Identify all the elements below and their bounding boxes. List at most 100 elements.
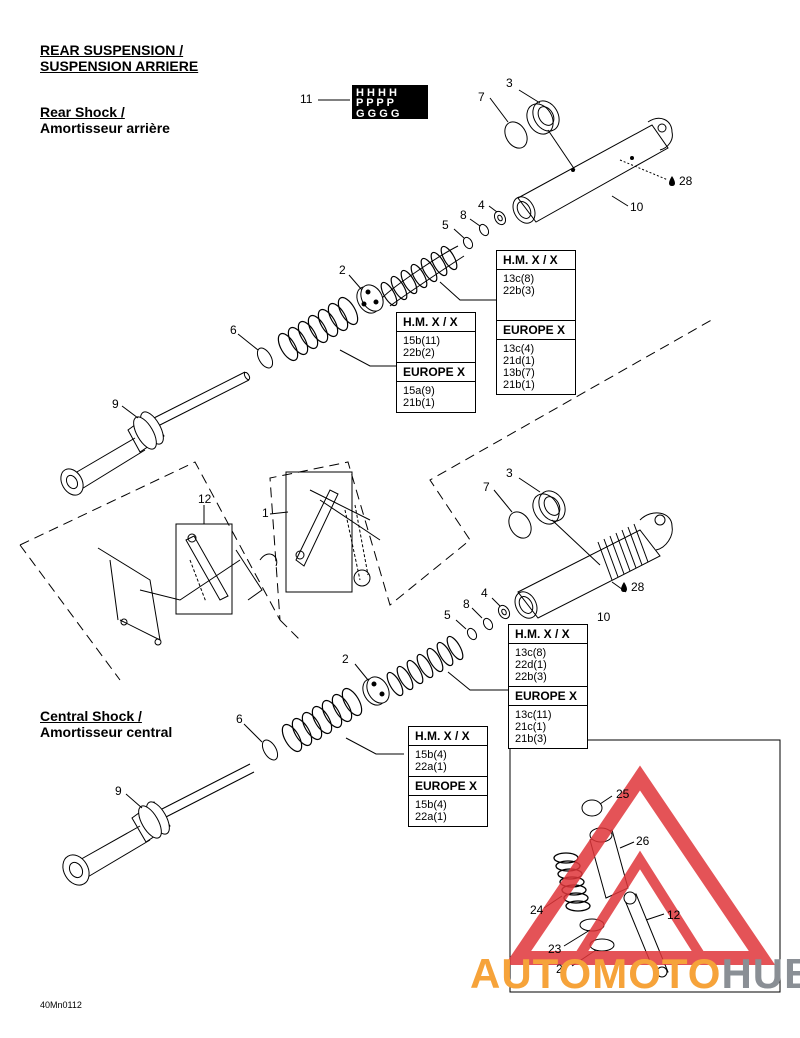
callout-7: 7	[478, 90, 485, 104]
callout-4: 4	[478, 198, 485, 212]
rear-shock-title-en: Rear Shock /	[40, 104, 125, 120]
rear-inner-spring-box: H.M. X / X 15b(11) 22b(2) EUROPE X 15a(9…	[396, 312, 476, 413]
callout-25: 25	[616, 787, 630, 801]
central-outer-spring-box: H.M. X / X 13c(8) 22d(1) 22b(3) EUROPE X…	[508, 624, 588, 749]
central-shock-heading: Central Shock / Amortisseur central	[40, 708, 172, 740]
suspension-assembly-icon	[97, 471, 381, 646]
callout-28: 28	[679, 174, 693, 188]
box-eu-title: EUROPE X	[497, 320, 575, 340]
rear-reservoir-body-icon	[512, 117, 673, 224]
callout-24: 24	[530, 903, 544, 917]
box-line: 21b(1)	[503, 379, 535, 391]
box-line: 22a(1)	[415, 761, 447, 773]
box-eu-title: EUROPE X	[397, 362, 475, 382]
rear-outer-spring-icon	[380, 245, 465, 307]
hpg-decal-icon: H H H H P P P P G G G G	[318, 85, 428, 120]
watermark-part-1: AUTOMOTO	[470, 950, 722, 997]
callout-12: 12	[198, 492, 212, 506]
central-nut-4-icon	[497, 604, 511, 620]
watermark-text: AUTOMOTOHUB	[470, 950, 800, 998]
callout-10: 10	[630, 200, 644, 214]
detail-panel	[509, 739, 781, 993]
svg-text:P P P P: P P P P	[356, 97, 394, 109]
callout-10-central: 10	[597, 610, 611, 624]
box-line: 22a(1)	[415, 811, 447, 823]
box-line: 21c(1)	[515, 721, 547, 733]
box-eu-title: EUROPE X	[409, 776, 487, 796]
callout-8-central: 8	[463, 597, 470, 611]
central-outer-spring-icon	[386, 635, 464, 697]
callout-11: 11	[300, 92, 313, 106]
central-shock-title-fr: Amortisseur central	[40, 724, 173, 740]
box-hm-title: H.M. X / X	[409, 727, 487, 746]
svg-text:G G G G: G G G G	[356, 108, 399, 120]
box-hm-title: H.M. X / X	[497, 251, 575, 270]
callout-7-central: 7	[483, 480, 490, 494]
box-line: 13c(11)	[515, 709, 552, 721]
rear-oring-7-icon	[504, 121, 528, 149]
callout-6-central: 6	[236, 712, 243, 726]
callout-8: 8	[460, 208, 467, 222]
callout-3: 3	[506, 76, 513, 90]
central-reservoir-body-icon	[514, 512, 673, 619]
title-line-2: SUSPENSION ARRIERE	[40, 58, 199, 74]
callout-9: 9	[112, 397, 119, 411]
central-oring-7-icon	[508, 511, 532, 539]
central-inner-spring-icon	[281, 687, 363, 753]
box-eu-title: EUROPE X	[509, 686, 587, 706]
rear-shock-title-fr: Amortisseur arrière	[40, 120, 170, 136]
callout-28-central: 28	[631, 580, 645, 594]
rear-inner-spring-icon	[277, 296, 359, 362]
box-line: 15b(11)	[403, 335, 441, 347]
rear-shock-heading: Rear Shock / Amortisseur arrière	[40, 104, 170, 136]
box-line: 22d(1)	[515, 659, 547, 671]
box-hm-title: H.M. X / X	[397, 313, 475, 332]
watermark-part-2: HUB	[721, 950, 800, 997]
callout-5-central: 5	[444, 608, 451, 622]
callout-3-central: 3	[506, 466, 513, 480]
callout-2-central: 2	[342, 652, 349, 666]
page-title: REAR SUSPENSION / SUSPENSION ARRIERE	[40, 42, 198, 74]
callout-6: 6	[230, 323, 237, 337]
box-line: 22b(3)	[503, 285, 535, 297]
callout-26: 26	[636, 834, 650, 848]
rear-washer-6-icon	[256, 347, 274, 369]
box-line: 15b(4)	[415, 749, 447, 761]
box-line: 13c(4)	[503, 343, 535, 355]
central-inner-spring-box: H.M. X / X 15b(4) 22a(1) EUROPE X 15b(4)…	[408, 726, 488, 827]
central-seal-3-icon	[532, 490, 566, 525]
box-line: 21b(1)	[403, 397, 435, 409]
box-line: 15a(9)	[403, 385, 435, 397]
figure-code: 40Mn0112	[40, 1000, 82, 1010]
box-line: 21d(1)	[503, 355, 535, 367]
central-washer-8-icon	[482, 617, 494, 631]
central-separator-2-icon	[362, 676, 390, 706]
rear-outer-spring-box: H.M. X / X 13c(8) 22b(3) EUROPE X 13c(4)…	[496, 250, 576, 395]
box-hm-title: H.M. X / X	[509, 625, 587, 644]
rear-shaft-9-icon	[60, 371, 251, 496]
box-line: 22b(3)	[515, 671, 547, 683]
central-washer-5-icon	[466, 627, 478, 641]
watermark-logo-icon	[504, 765, 776, 965]
callout-5: 5	[442, 218, 449, 232]
box-line: 13c(8)	[503, 273, 535, 285]
rear-separator-2-icon	[356, 284, 384, 314]
callout-2: 2	[339, 263, 346, 277]
central-shock-title-en: Central Shock /	[40, 708, 142, 724]
box-line: 13b(7)	[503, 367, 535, 379]
box-line: 22b(2)	[403, 347, 435, 359]
box-line: 15b(4)	[415, 799, 447, 811]
rear-nut-4-icon	[493, 210, 507, 226]
title-line-1: REAR SUSPENSION /	[40, 42, 184, 58]
svg-text:H H H H: H H H H	[356, 87, 397, 99]
rear-seal-3-icon	[526, 100, 560, 135]
callout-12-detail: 12	[667, 908, 681, 922]
lubricant-drop-icon	[621, 176, 675, 592]
callout-27: 27	[556, 962, 570, 976]
callout-4-central: 4	[481, 586, 488, 600]
rear-washer-5-icon	[462, 236, 474, 250]
callout-9-central: 9	[115, 784, 122, 798]
box-line: 21b(3)	[515, 733, 547, 745]
central-washer-6-icon	[261, 739, 279, 761]
